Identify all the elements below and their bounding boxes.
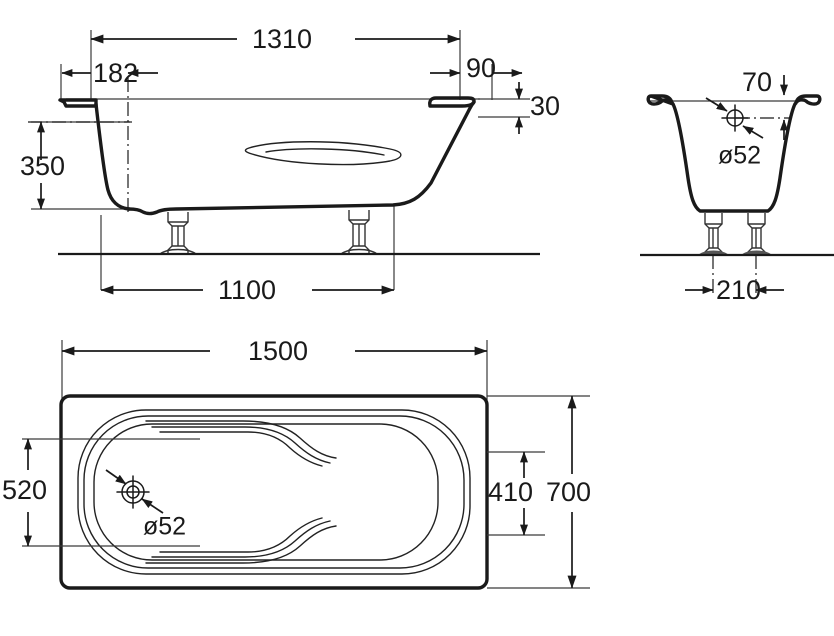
dimension-90: 90 xyxy=(430,53,523,83)
foot-pad xyxy=(698,250,729,255)
tub-bottom-and-right-slope xyxy=(127,100,476,216)
dim-label-d52-plan: ø52 xyxy=(143,513,186,541)
leader-arrow-lower xyxy=(141,498,164,514)
dim-label-700: 700 xyxy=(546,477,591,507)
bowl-outline-1 xyxy=(77,409,471,575)
side-elevation-view: 1310 182 90 30 xyxy=(20,24,560,305)
dim-label-d52-end: ø52 xyxy=(718,142,761,170)
dimension-1100: 1100 xyxy=(100,275,395,305)
grip-top-line-1 xyxy=(145,420,337,459)
grip-bottom-line-2 xyxy=(151,520,331,558)
plan-inner-bowl xyxy=(77,409,471,575)
dim-label-90: 90 xyxy=(466,53,496,83)
dimension-182: 182 xyxy=(61,58,158,88)
dim-label-410: 410 xyxy=(488,477,533,507)
left-inner-wall xyxy=(94,102,131,211)
dimension-520: 520 xyxy=(2,438,47,547)
dim-label-182: 182 xyxy=(93,58,138,88)
leg-right xyxy=(338,210,380,255)
dim-label-210: 210 xyxy=(716,275,761,305)
leg-left xyxy=(157,212,199,255)
dim-label-30: 30 xyxy=(530,91,560,121)
plan-grip-bottom xyxy=(145,517,337,564)
grip-outer xyxy=(244,141,402,166)
left-rim-lip xyxy=(58,98,98,108)
grip-bottom-line-3 xyxy=(159,517,323,553)
dimension-1500: 1500 xyxy=(61,336,488,366)
bathtub-side-profile xyxy=(58,96,476,216)
end-leg-right xyxy=(741,213,772,255)
dimension-70: 70 xyxy=(736,67,790,140)
dimension-30: 30 xyxy=(515,82,560,134)
end-leg-left xyxy=(698,213,729,255)
right-rim-lip xyxy=(428,96,476,108)
side-center-lines xyxy=(28,78,132,215)
dim-label-1500: 1500 xyxy=(248,336,308,366)
leader-arrow-upper xyxy=(105,469,127,485)
grip-bottom-line-1 xyxy=(145,525,337,564)
dimension-1310: 1310 xyxy=(90,24,461,54)
dimension-210: 210 xyxy=(685,275,784,305)
foot-pad xyxy=(741,250,772,255)
bowl-outline-2 xyxy=(83,415,465,569)
plan-grip-top xyxy=(145,420,337,467)
grip-top-line-2 xyxy=(151,426,331,464)
end-drain-symbol: ø52 xyxy=(705,97,764,170)
plan-outer-rim xyxy=(59,394,489,590)
dim-label-350: 350 xyxy=(20,151,65,181)
dim-label-70: 70 xyxy=(742,67,772,97)
bathtub-end-profile xyxy=(646,94,822,213)
end-tub-outline xyxy=(646,94,822,213)
plan-view: 1500 xyxy=(2,336,591,590)
end-elevation-view: 70 ø52 xyxy=(640,67,834,305)
dimension-410: 410 xyxy=(488,451,533,536)
plan-drain-symbol: ø52 xyxy=(105,469,186,541)
side-legs xyxy=(157,210,380,255)
dimension-700: 700 xyxy=(546,395,591,589)
grip-inner xyxy=(265,148,385,156)
dim-label-1310: 1310 xyxy=(252,24,312,54)
leader-arrow-lower xyxy=(742,125,764,139)
leader-arrow-upper xyxy=(705,97,728,112)
side-interior-grip-detail xyxy=(244,141,402,166)
end-legs xyxy=(698,213,772,255)
grip-top-line-3 xyxy=(159,431,323,467)
dim-label-1100: 1100 xyxy=(218,275,276,305)
dim-label-520: 520 xyxy=(2,475,47,505)
dimension-350: 350 xyxy=(20,121,65,210)
bowl-outline-3 xyxy=(93,423,439,561)
